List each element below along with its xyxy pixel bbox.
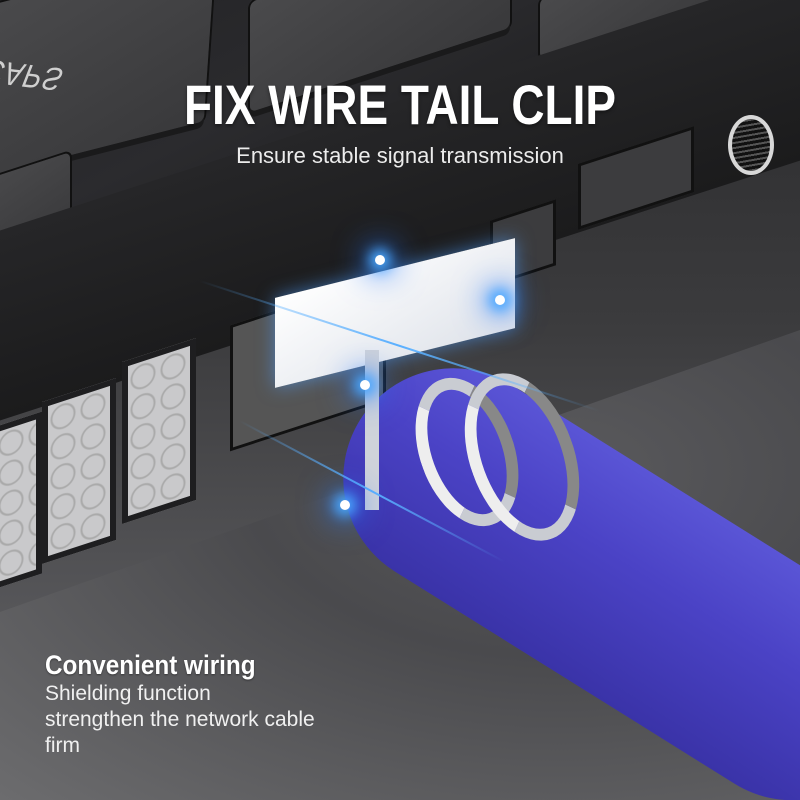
feature-line: Shielding function [45, 682, 211, 705]
caps-key-label: CAPS [0, 52, 70, 97]
glow-spark [495, 295, 505, 305]
feature-line: strengthen the network cable [45, 708, 315, 731]
subheadline: Ensure stable signal transmission [236, 143, 564, 168]
glow-spark [360, 380, 370, 390]
audio-jack [728, 115, 774, 175]
feature-block: Convenient wiring Shielding function str… [45, 650, 315, 759]
vent-grille [0, 411, 42, 591]
headline: FIX WIRE TAIL CLIP [184, 73, 616, 136]
vent-grille [42, 377, 116, 565]
glow-spark [375, 255, 385, 265]
glow-spark [340, 500, 350, 510]
feature-title: Convenient wiring [45, 650, 256, 680]
feature-line: firm [45, 734, 80, 757]
clip-front-edge [365, 350, 379, 510]
vent-grille [122, 337, 196, 525]
